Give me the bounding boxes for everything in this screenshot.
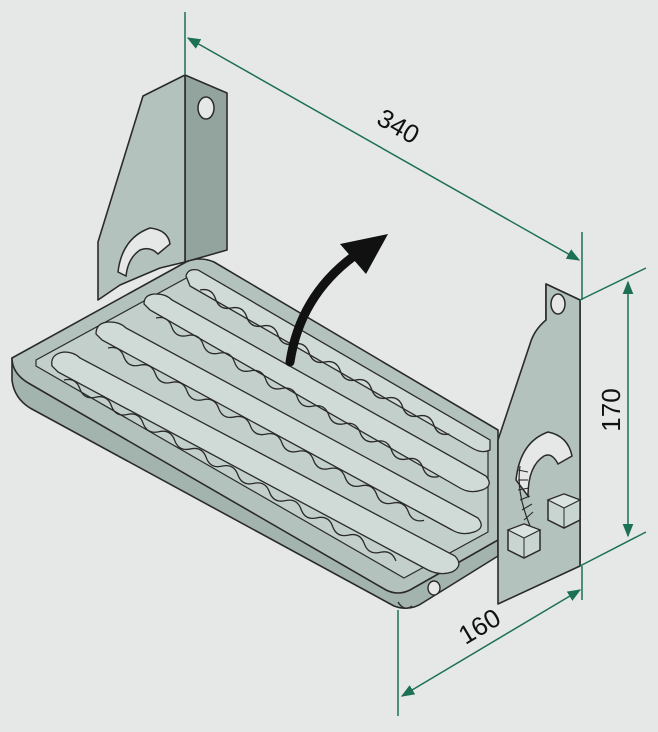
left-pivot-slot	[117, 227, 171, 278]
dimension-line-length	[186, 37, 581, 261]
right-bracket	[497, 283, 582, 605]
extension-line-height-top	[579, 267, 647, 301]
grip-rib-1	[51, 351, 460, 575]
dimension-depth-label: 160	[453, 602, 506, 650]
hex-bolt-lower	[506, 523, 542, 559]
right-mounting-hole	[550, 293, 566, 315]
dimension-line-depth	[400, 589, 582, 697]
left-mounting-hole	[197, 96, 215, 120]
grip-rib-2	[95, 321, 482, 535]
extension-line-height-bottom	[579, 531, 647, 567]
dimension-length-label: 340	[372, 102, 425, 150]
grip-rib-4	[185, 268, 491, 453]
dimension-height-label: 170	[596, 388, 626, 431]
dimension-height: 170	[579, 267, 647, 567]
hex-bolt-upper	[546, 493, 582, 529]
front-pivot-hole	[427, 580, 441, 596]
dimension-length: 340	[184, 12, 583, 300]
step-tread	[11, 258, 499, 610]
right-pivot-slot	[515, 431, 573, 499]
grip-rib-3	[143, 293, 490, 493]
